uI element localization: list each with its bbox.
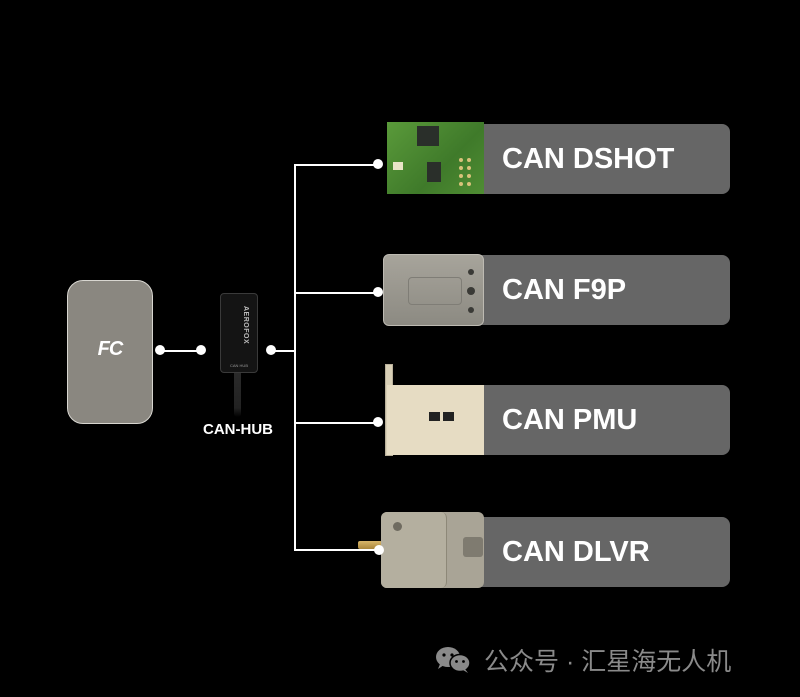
device-label: CAN F9P [502, 274, 627, 306]
device-label-box: CAN DLVR [472, 517, 730, 587]
flight-controller-label: FC [97, 338, 124, 360]
footer-watermark: 公众号 · 汇星海无人机 [434, 642, 731, 678]
footer-text: 公众号 · 汇星海无人机 [484, 648, 732, 676]
branch-line-pmu [294, 422, 378, 424]
dlvr-nozzle [358, 541, 382, 549]
device-port-dot [373, 287, 383, 297]
branch-line-f9p [294, 292, 378, 294]
can-hub-device: AEROFOX CAN HUB [220, 293, 258, 373]
device-label-box: CAN PMU [472, 385, 730, 455]
bus-trunk-line [294, 164, 296, 550]
dshot-pcb-image [387, 122, 484, 194]
branch-line-dlvr [294, 549, 378, 551]
hub-small-text: CAN HUB [229, 363, 248, 368]
f9p-gps-image [383, 254, 484, 326]
device-port-dot [373, 159, 383, 169]
device-label: CAN PMU [502, 404, 638, 436]
device-label-box: CAN F9P [472, 255, 730, 325]
device-label: CAN DSHOT [502, 143, 675, 175]
hub-in-dot [196, 345, 206, 355]
branch-line-dshot [294, 164, 378, 166]
hub-cable [234, 372, 241, 417]
dlvr-cap [381, 512, 447, 588]
hub-trunk-line [271, 350, 296, 352]
device-label: CAN DLVR [502, 536, 650, 568]
fc-hub-line [160, 350, 201, 352]
device-label-box: CAN DSHOT [472, 124, 730, 194]
device-port-dot [374, 545, 384, 555]
hub-brand-text: AEROFOX [242, 306, 249, 345]
wechat-icon [434, 646, 474, 674]
can-hub-label: CAN-HUB [203, 421, 273, 438]
flight-controller-box [67, 280, 153, 424]
pmu-power-module-image [387, 385, 484, 455]
device-port-dot [373, 417, 383, 427]
